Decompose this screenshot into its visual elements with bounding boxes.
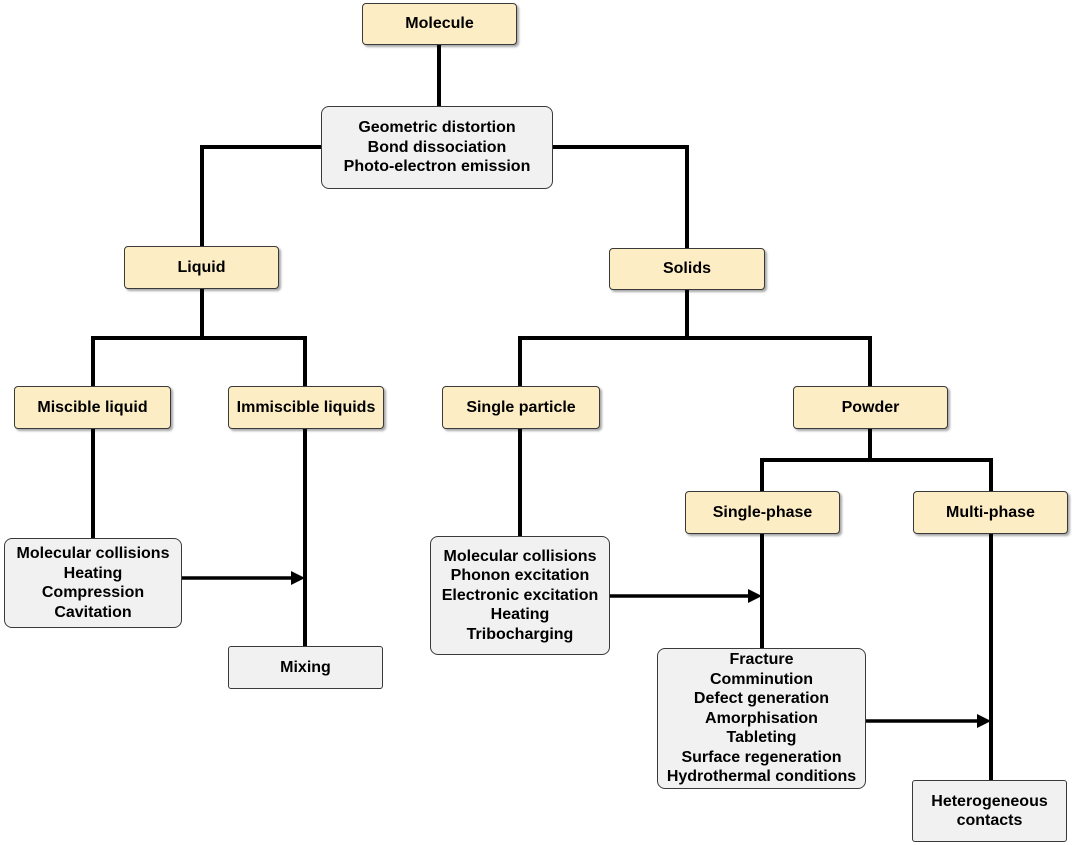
connector-liquid-immiscible	[202, 336, 307, 386]
effect-line: Compression	[41, 584, 145, 601]
effect-line: Tableting	[726, 729, 797, 747]
node-multi-phase: Multi-phase	[913, 491, 1068, 534]
node-powder: Powder	[793, 386, 948, 429]
effect-line: Molecular collisions	[443, 547, 597, 565]
effect-line: Electronic excitation	[441, 586, 599, 604]
effect-line: Geometric distortion	[358, 119, 516, 137]
node-immiscible-liquids: Immiscible liquids	[228, 386, 384, 429]
arrowhead-mixing	[291, 571, 305, 585]
node-single-particle-label: Single particle	[466, 398, 576, 416]
effect-line: Phonon excitation	[450, 567, 590, 585]
connector-effects-solids	[553, 145, 689, 248]
arrowhead-single-phase	[748, 589, 762, 603]
effect-line: Surface regeneration	[681, 748, 842, 766]
node-powder-effects: Fracture Comminution Defect generation A…	[657, 648, 866, 789]
node-single-particle: Single particle	[442, 386, 600, 429]
effect-line: Amorphisation	[705, 709, 818, 727]
effect-line: Heating	[490, 606, 550, 624]
node-particle-effects: Molecular collisions Phonon excitation E…	[430, 536, 610, 655]
node-immiscible-label: Immiscible liquids	[236, 398, 376, 416]
connector-effects-liquid	[200, 145, 322, 246]
effect-line: Cavitation	[54, 603, 132, 621]
node-single-phase: Single-phase	[685, 491, 840, 534]
node-heterogeneous-contacts: Heterogeneous contacts	[912, 780, 1067, 842]
connector-liquid-split	[91, 289, 204, 386]
node-molecule: Molecule	[362, 3, 517, 45]
node-liquid-label: Liquid	[177, 258, 226, 276]
node-miscible-label: Miscible liquid	[37, 398, 148, 416]
effect-line: contacts	[956, 812, 1023, 829]
node-single-phase-label: Single-phase	[712, 503, 813, 521]
arrowhead-multi-phase	[977, 714, 991, 728]
connector-solids-powder	[687, 336, 872, 386]
connector-solids-split	[518, 290, 689, 386]
node-powder-label: Powder	[841, 398, 900, 416]
node-liquid: Liquid	[124, 246, 279, 289]
effect-line: Hydrothermal conditions	[666, 768, 857, 786]
node-miscible-liquid: Miscible liquid	[14, 386, 171, 429]
node-molecule-label: Molecule	[405, 15, 474, 32]
node-mixing: Mixing	[228, 646, 383, 689]
effect-line: Comminution	[709, 670, 814, 688]
effect-line: Heating	[63, 564, 123, 582]
connector-powder-multiphase	[870, 458, 993, 491]
effect-line: Photo-electron emission	[343, 158, 531, 176]
effect-line: Tribocharging	[466, 625, 574, 643]
node-molecule-effects: Geometric distortion Bond dissociation P…	[321, 106, 553, 189]
effect-line: Heterogeneous	[931, 792, 1048, 810]
effect-line: Bond dissociation	[367, 138, 507, 156]
effect-line: Molecular collisions	[16, 545, 170, 562]
node-solids-label: Solids	[662, 260, 711, 277]
connector-powder-split	[760, 429, 872, 491]
node-solids: Solids	[609, 248, 765, 290]
effect-line: Fracture	[729, 651, 794, 669]
node-liquid-effects: Molecular collisions Heating Compression…	[4, 538, 182, 628]
effect-line: Defect generation	[693, 690, 830, 708]
node-multi-phase-label: Multi-phase	[946, 503, 1035, 521]
node-mixing-label: Mixing	[280, 658, 331, 676]
